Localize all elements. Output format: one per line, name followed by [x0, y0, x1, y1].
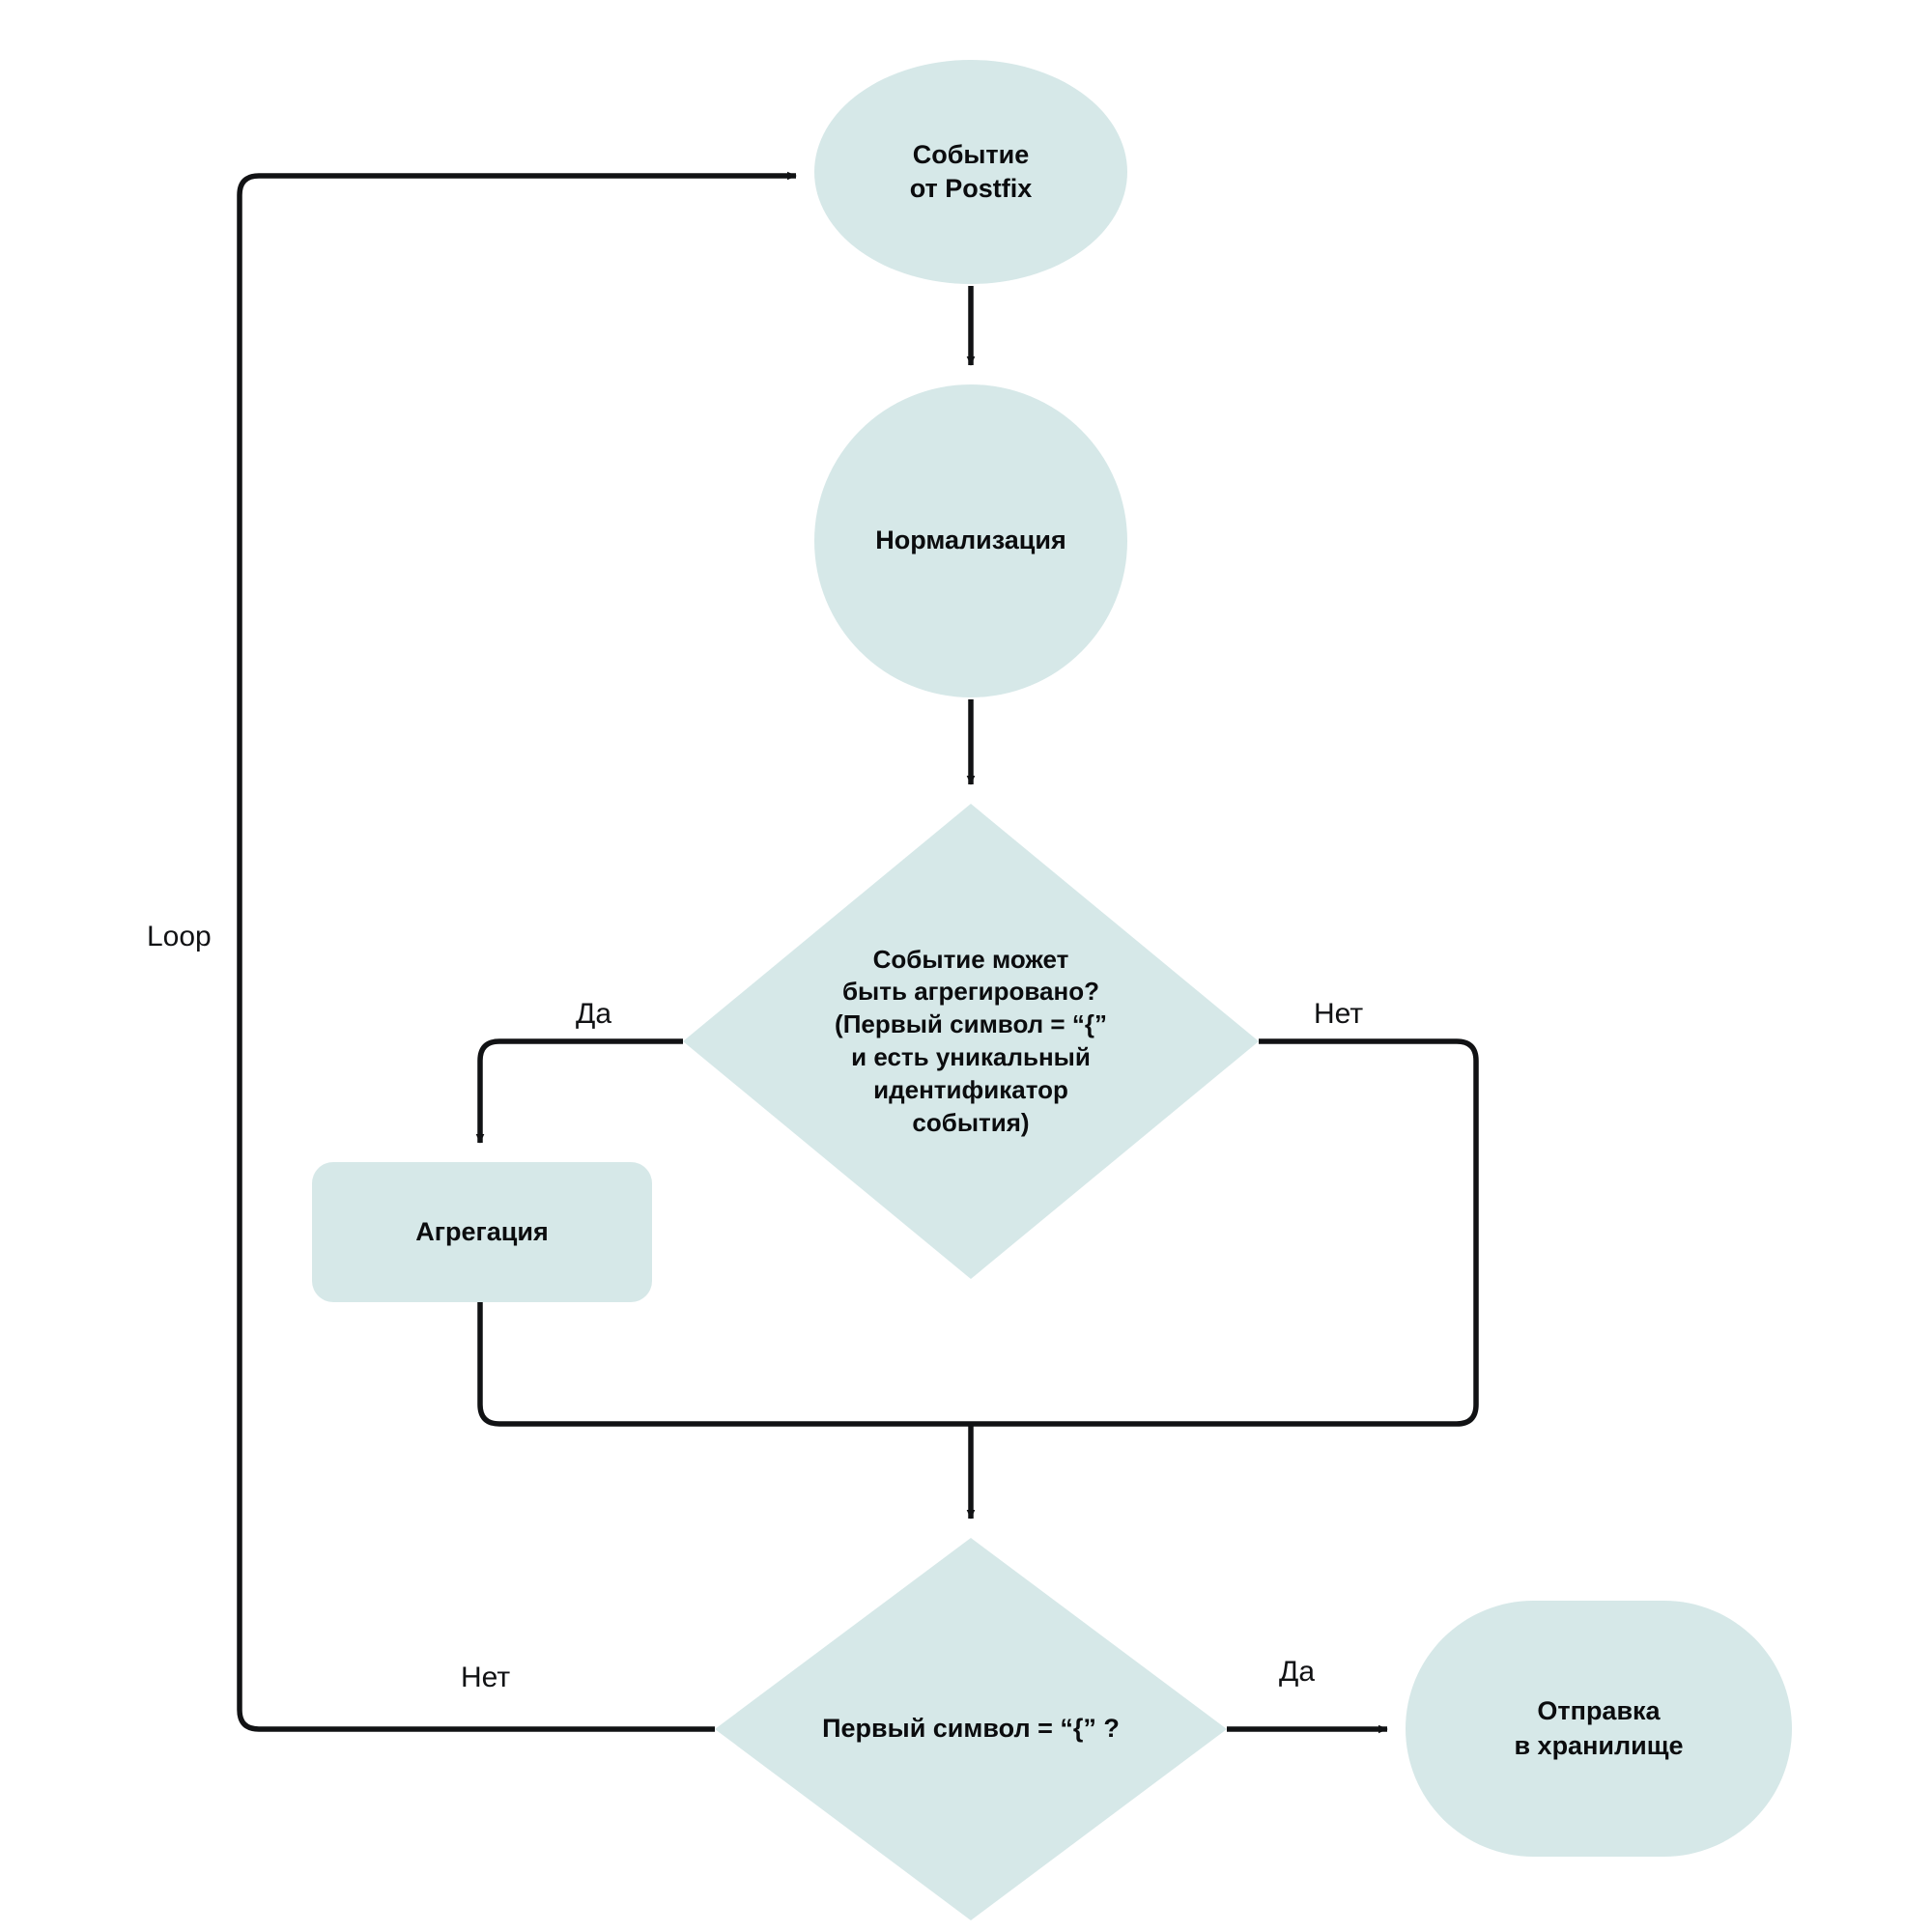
node-normalization[interactable]: Нормализация [814, 384, 1127, 697]
node-event-source-label: Событие от Postfix [909, 139, 1033, 203]
node-event-source[interactable]: Событие от Postfix [814, 60, 1127, 284]
edge-label-aggregable-yes: Да [576, 998, 612, 1030]
node-send-to-storage[interactable]: Отправка в хранилище [1406, 1601, 1792, 1857]
edge-label-aggregable-no: Нет [1314, 998, 1364, 1030]
edge-label-first-char-no: Нет [461, 1662, 511, 1693]
node-decision-event-aggregable-label: Событие может быть агрегировано? (Первый… [835, 944, 1107, 1137]
edge-label-loop: Loop [147, 921, 212, 952]
edge-aggregable-yes [475, 1038, 683, 1144]
node-decision-event-aggregable[interactable]: Событие может быть агрегировано? (Первый… [683, 804, 1259, 1279]
node-send-to-storage-label: Отправка в хранилище [1514, 1696, 1684, 1760]
edge-label-first-char-yes: Да [1279, 1656, 1316, 1688]
edge-aggregable-no [971, 1038, 1479, 1427]
edge-aggregation-to-merge [477, 1302, 971, 1427]
node-decision-first-char-label: Первый символ = “{” ? [822, 1714, 1120, 1744]
node-decision-first-char[interactable]: Первый символ = “{” ? [715, 1538, 1227, 1920]
node-aggregation-label: Агрегация [415, 1216, 549, 1246]
node-normalization-label: Нормализация [875, 526, 1066, 555]
node-aggregation[interactable]: Агрегация [312, 1162, 652, 1302]
edge-loop-return [237, 171, 797, 1732]
